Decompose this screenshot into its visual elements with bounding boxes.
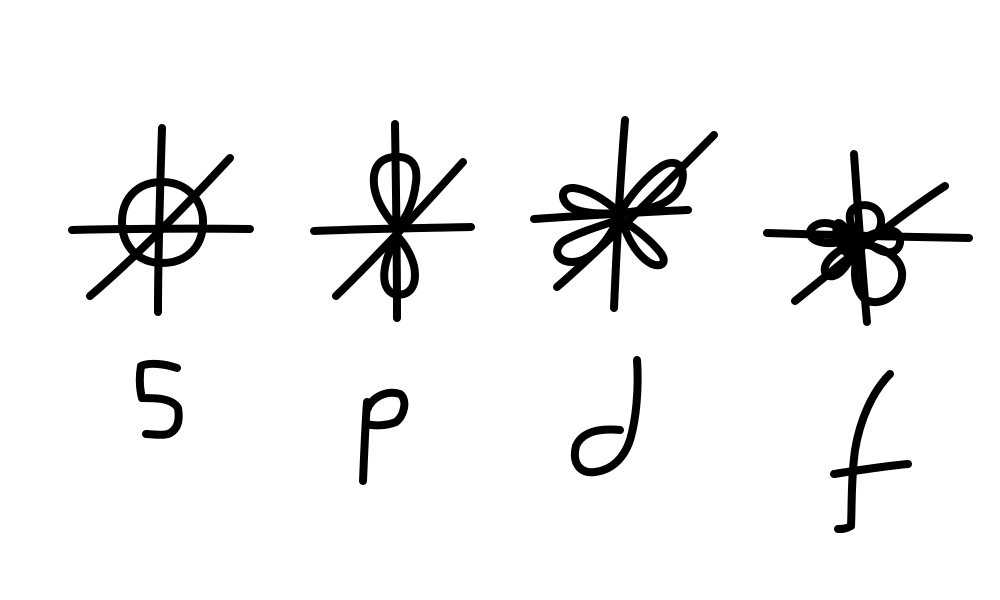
s-orbital-z-axis: [154, 124, 166, 316]
p-orbital-upper-lobe: [369, 152, 421, 232]
d-orbital-lobe-lower-right: [618, 216, 668, 270]
d-orbital-lobe-upper-right: [616, 158, 687, 217]
label-f-crossbar: [830, 460, 912, 478]
s-orbital-sphere: [118, 178, 207, 267]
label-f: f: [830, 370, 912, 533]
f-orbital-lobe-5: [860, 226, 905, 257]
s-orbital-x-axis: [68, 224, 254, 234]
d-orbital-lobe-lower-left: [553, 216, 622, 266]
label-f-handwriting: [834, 370, 894, 533]
d-orbital: [530, 116, 718, 312]
f-orbital-lobe-6: [832, 219, 856, 257]
label-d-handwriting: [571, 356, 642, 477]
label-p-bowl: [362, 388, 409, 430]
label-s-handwriting: [135, 359, 183, 439]
s-orbital-axes: [68, 124, 254, 316]
label-s: s: [135, 359, 183, 439]
p-orbital-lower-lobe: [380, 232, 419, 299]
f-orbital: [763, 150, 973, 326]
d-orbital-lobe-upper-left: [559, 184, 624, 218]
s-orbital: [68, 124, 254, 316]
label-d: d: [571, 356, 642, 477]
d-orbital-y-axis: [553, 131, 718, 291]
label-p: p: [359, 388, 409, 485]
s-orbital-y-axis: [86, 154, 234, 300]
p-orbital: [310, 120, 475, 322]
p-orbital-x-axis: [310, 223, 475, 235]
